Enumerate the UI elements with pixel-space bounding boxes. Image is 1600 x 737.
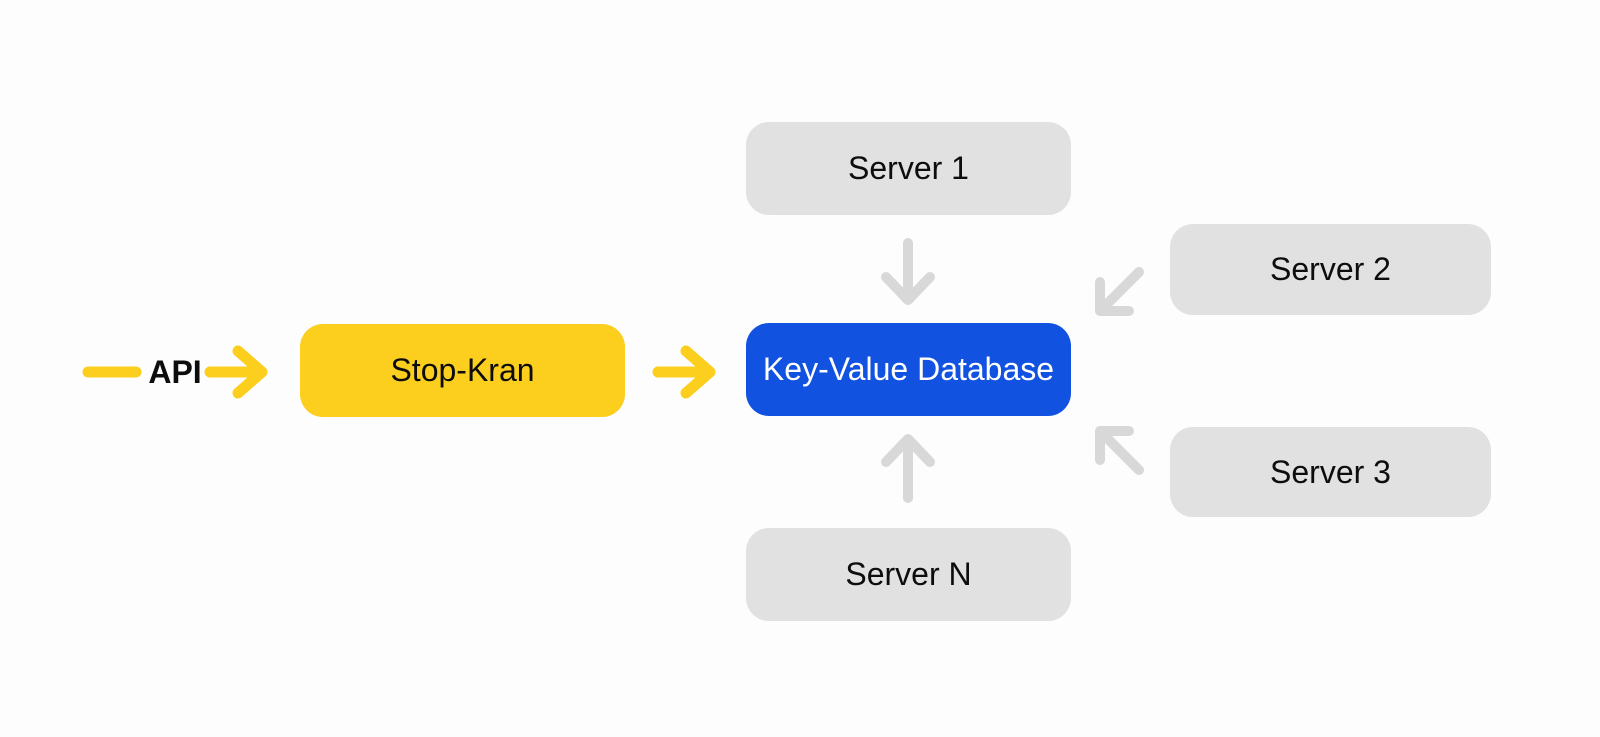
arrow-server2-to-database-icon [1095, 267, 1144, 316]
node-server-3-label: Server 3 [1270, 453, 1391, 490]
node-server-1: Server 1 [746, 122, 1071, 215]
api-label: API [148, 354, 202, 390]
node-server-2: Server 2 [1170, 224, 1491, 315]
arrow-serverN-to-database-icon [881, 434, 935, 503]
node-key-value-database-label: Key-Value Database [762, 351, 1055, 387]
node-server-n-label: Server N [845, 556, 972, 592]
arrow-server3-to-database-icon [1095, 426, 1144, 475]
node-stop-kran: Stop-Kran [300, 324, 625, 417]
node-server-n: Server N [746, 528, 1071, 621]
node-server-2-label: Server 2 [1270, 251, 1391, 287]
node-server-3: Server 3 [1170, 427, 1491, 517]
arrow-stop-kran-to-database-icon [652, 345, 716, 399]
arrow-api-to-stop-kran-icon [204, 345, 268, 399]
arrow-server1-to-database-icon [881, 238, 935, 305]
node-key-value-database: Key-Value Database [746, 323, 1071, 416]
node-stop-kran-label: Stop-Kran [390, 352, 535, 388]
node-server-1-label: Server 1 [848, 150, 969, 186]
